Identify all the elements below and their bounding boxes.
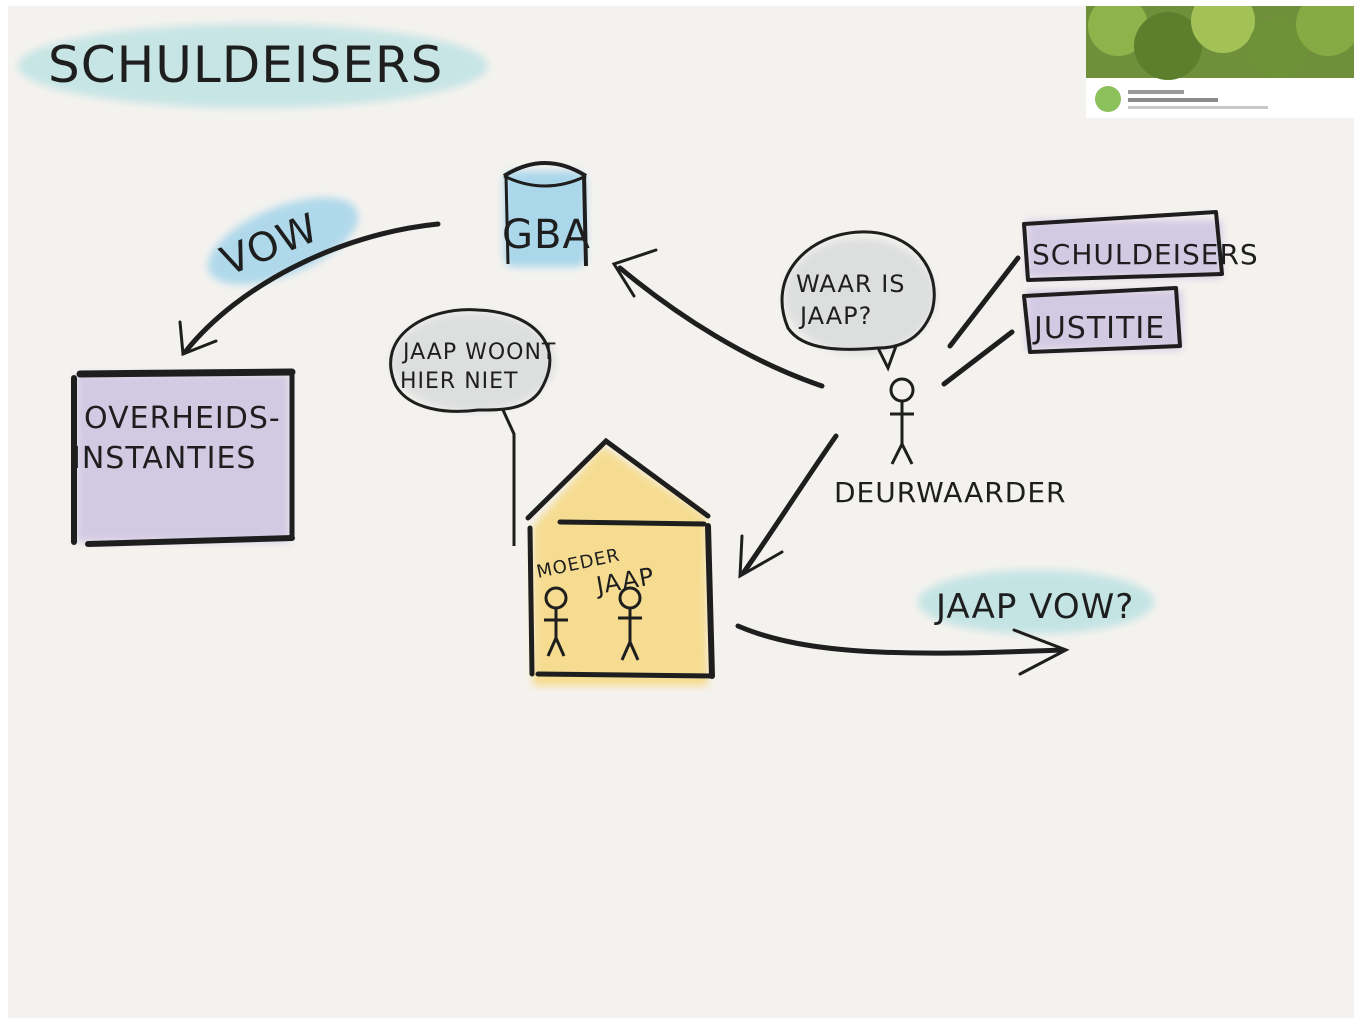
- house-bubble-line2: HIER NIET: [400, 369, 519, 394]
- deurwaarder-speech-bubble: WAAR IS JAAP?: [780, 230, 936, 372]
- arrow-deurwaarder-to-gba: [611, 248, 825, 389]
- house-bubble-line1: JAAP WOONT: [401, 340, 556, 365]
- deurwaarder-bubble-line1: WAAR IS: [796, 270, 906, 298]
- photo-thumbnail: [1086, 6, 1354, 118]
- schuldeisers-box: SCHULDEISERS: [1022, 210, 1259, 282]
- vow-arrow: VOW: [178, 197, 441, 357]
- logo-icon: [1095, 86, 1121, 112]
- house-speech-bubble: JAAP WOONT HIER NIET: [389, 308, 556, 546]
- overheid-label-line1: OVERHEIDS-: [84, 401, 281, 436]
- house: MOEDER JAAP: [525, 437, 715, 686]
- deurwaarder-bubble-line2: JAAP?: [798, 302, 872, 330]
- arrow-deurwaarder-to-house: [738, 433, 839, 579]
- mother-figure-icon: [544, 586, 568, 657]
- page-title: SCHULDEISERS: [48, 36, 443, 94]
- overheid-label-line2: INSTANTIES: [72, 441, 256, 476]
- justitie-label: JUSTITIE: [1032, 311, 1165, 346]
- deurwaarder-label: DEURWAARDER: [834, 476, 1066, 509]
- sketch-canvas: SCHULDEISERS GBA VOW OVERHEIDS- INSTANTI…: [8, 6, 1354, 1018]
- justitie-box: JUSTITIE: [1022, 286, 1182, 354]
- jaap-vow-label: JAAP VOW?: [934, 587, 1134, 627]
- diagram-svg: SCHULDEISERS GBA VOW OVERHEIDS- INSTANTI…: [18, 6, 1354, 686]
- jaap-figure-icon: [618, 586, 642, 661]
- schuldeisers-label: SCHULDEISERS: [1032, 238, 1259, 271]
- overheidsinstanties-box: OVERHEIDS- INSTANTIES: [71, 368, 296, 547]
- deurwaarder-figure-icon: [889, 377, 915, 465]
- connector-lines: [941, 255, 1021, 387]
- jaap-vow-arrow: JAAP VOW?: [735, 570, 1154, 676]
- title-group: SCHULDEISERS: [18, 24, 488, 108]
- gba-label: GBA: [502, 212, 591, 258]
- gba-database: GBA: [502, 161, 591, 267]
